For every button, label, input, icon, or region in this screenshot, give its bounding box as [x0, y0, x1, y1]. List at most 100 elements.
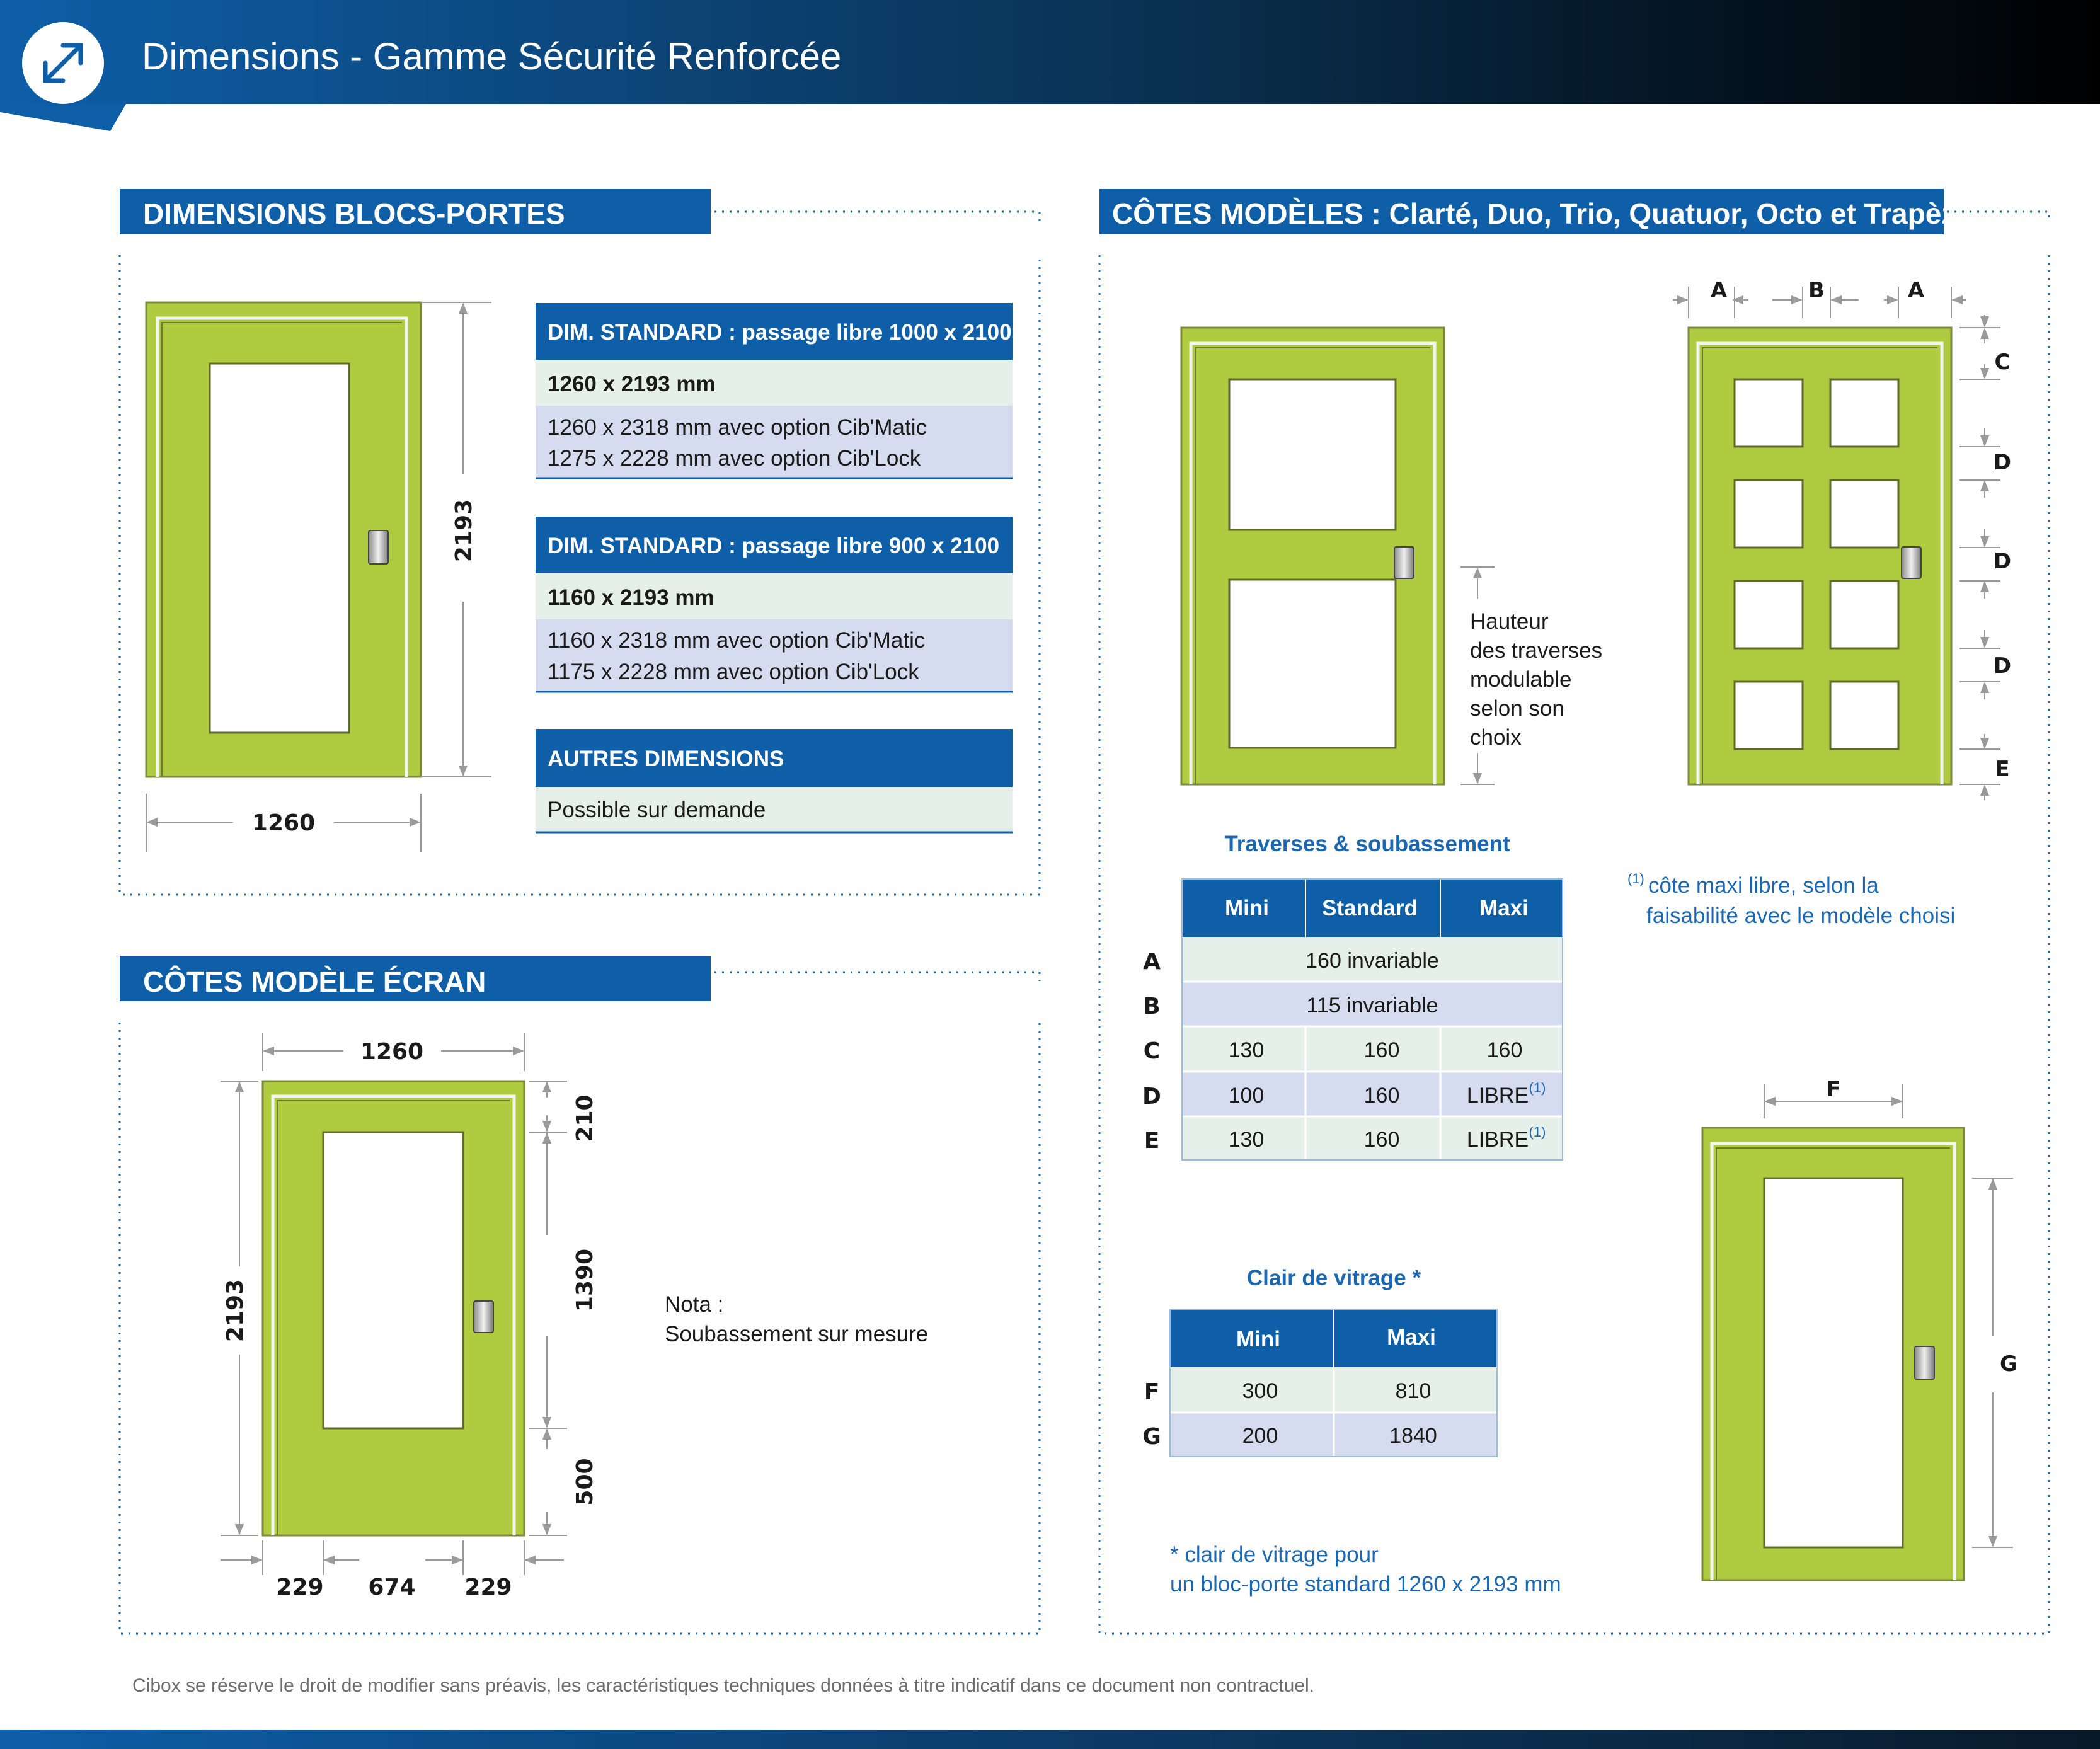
section-title: CÔTES MODÈLE ÉCRAN	[143, 965, 486, 998]
table-cell: LIBRE	[1467, 1128, 1529, 1152]
section-title-bar	[1099, 189, 1944, 234]
card-standard-1000: DIM. STANDARD : passage libre 1000 x 210…	[536, 303, 1013, 479]
table-cell: 200	[1242, 1424, 1278, 1448]
table-cell: 160	[1364, 1038, 1400, 1062]
dim-letter-a: A	[1908, 278, 1925, 303]
table-cell: 160	[1364, 1084, 1400, 1108]
section-blocs-portes: DIMENSIONS BLOCS-PORTES 2193 1260 DIM. S…	[118, 189, 1041, 896]
dim-letter-c: C	[1995, 350, 2011, 375]
top-rail-label: 210	[572, 1094, 598, 1142]
footnote-mark: (1)	[1529, 1080, 1546, 1096]
table-header: Mini	[1225, 896, 1269, 920]
dim-letter-d: D	[1994, 549, 2011, 574]
glass-height-label: 1390	[572, 1249, 598, 1312]
dim-letter-d: D	[1994, 653, 2011, 679]
dim-letter-g: G	[2000, 1351, 2017, 1377]
section-ecran: CÔTES MODÈLE ÉCRAN	[118, 956, 1041, 1635]
door-handle	[368, 530, 389, 565]
door-handle	[1901, 546, 1922, 579]
width-label: 1260	[252, 810, 315, 836]
row-label: E	[1144, 1128, 1160, 1154]
glass-note: * clair de vitrage pour un bloc-porte st…	[1170, 1542, 1561, 1597]
table-title: Clair de vitrage *	[1247, 1266, 1421, 1290]
card-value: Possible sur demande	[548, 798, 766, 822]
footnote-mark: (1)	[1627, 871, 1644, 886]
height-label: 2193	[222, 1279, 248, 1342]
table-cell: 160 invariable	[1305, 949, 1439, 973]
svg-text:* clair de vitrage pour: * clair de vitrage pour	[1170, 1542, 1379, 1567]
dimension-lines	[146, 302, 491, 852]
width-label: 1260	[360, 1039, 423, 1065]
note-title: Nota :	[665, 1292, 723, 1317]
section-frame	[118, 210, 1041, 896]
svg-text:selon son: selon son	[1470, 696, 1564, 721]
header-title: Dimensions - Gamme Sécurité Renforcée	[142, 35, 841, 77]
row-label: D	[1142, 1084, 1161, 1110]
card-option: 1275 x 2228 mm avec option Cib'Lock	[548, 446, 921, 471]
door-drawing-duo	[1180, 326, 1445, 786]
svg-text:choix: choix	[1470, 725, 1522, 750]
section-title: CÔTES MODÈLES : Clarté, Duo, Trio, Quatu…	[1112, 197, 1972, 230]
dim-letter-b: B	[1808, 278, 1825, 303]
bottom-rail-label: 500	[572, 1458, 598, 1505]
dim-letter-a: A	[1711, 278, 1728, 303]
height-label: 2193	[451, 499, 477, 562]
table-cell: LIBRE	[1467, 1084, 1529, 1108]
footnote-line: côte maxi libre, selon la	[1648, 873, 1879, 898]
header-tab	[0, 104, 126, 131]
door-drawing	[145, 301, 422, 778]
door-handle	[473, 1300, 494, 1333]
door-drawing-clair	[1701, 1127, 1965, 1581]
card-header: AUTRES DIMENSIONS	[548, 747, 784, 771]
table-title: Traverses & soubassement	[1224, 832, 1510, 856]
stile-right-label: 229	[464, 1574, 512, 1600]
header-bar	[0, 0, 2100, 104]
dimension-lines	[1673, 287, 2000, 800]
card-header: DIM. STANDARD : passage libre 1000 x 210…	[548, 320, 1012, 345]
table-cell: 300	[1242, 1379, 1278, 1403]
table-header-row	[1182, 879, 1563, 937]
dimension-lines	[221, 1033, 567, 1575]
dimension-lines	[1764, 1084, 2013, 1548]
door-glass	[1228, 378, 1397, 531]
door-glass	[322, 1131, 464, 1430]
card-standard-900: DIM. STANDARD : passage libre 900 x 2100…	[536, 517, 1013, 693]
table-cell: 1840	[1389, 1424, 1437, 1448]
table-header: Maxi	[1479, 896, 1529, 920]
card-main: 1160 x 2193 mm	[548, 585, 714, 610]
footnote-mark: (1)	[1529, 1124, 1546, 1140]
footer-disclaimer: Cibox se réserve le droit de modifier sa…	[132, 1675, 1314, 1696]
row-label: F	[1144, 1379, 1160, 1405]
door-glass-grid	[1733, 378, 1900, 750]
footnote-line: faisabilité avec le modèle choisi	[1646, 903, 1955, 928]
table-clair-vitrage: Clair de vitrage * Mini Maxi F 300 810 G…	[1142, 1266, 1498, 1457]
section-title-bar	[120, 189, 711, 234]
door-handle	[1394, 546, 1414, 579]
header: Dimensions - Gamme Sécurité Renforcée	[0, 0, 2100, 131]
section-frame	[118, 971, 1041, 1635]
footer-bar	[0, 1730, 2100, 1749]
table-header: Mini	[1236, 1327, 1280, 1351]
card-main: 1260 x 2193 mm	[548, 372, 716, 396]
note-text: Soubassement sur mesure	[665, 1322, 928, 1346]
table-cell: 160	[1487, 1038, 1523, 1062]
door-glass	[1228, 578, 1397, 749]
svg-text:des traverses: des traverses	[1470, 638, 1602, 663]
svg-text:modulable: modulable	[1470, 667, 1572, 692]
row-label: C	[1144, 1038, 1160, 1064]
table-header: Standard	[1322, 896, 1418, 920]
glass-width-label: 674	[368, 1574, 415, 1600]
row-label: G	[1142, 1424, 1161, 1450]
footnote: (1) côte maxi libre, selon la faisabilit…	[1627, 871, 1955, 928]
door-drawing-octo	[1687, 326, 1953, 786]
card-option: 1260 x 2318 mm avec option Cib'Matic	[548, 415, 927, 440]
stile-left-label: 229	[276, 1574, 323, 1600]
table-cell: 160	[1364, 1128, 1400, 1152]
section-title: DIMENSIONS BLOCS-PORTES	[143, 197, 565, 230]
dim-letter-f: F	[1826, 1077, 1840, 1102]
section-modeles: CÔTES MODÈLES : Clarté, Duo, Trio, Quatu…	[1098, 189, 2050, 1635]
table-traverses: Traverses & soubassement Mini Standard M…	[1142, 832, 1563, 1161]
table-cell: 100	[1229, 1084, 1265, 1108]
door-drawing	[261, 1080, 525, 1537]
table-cell: 115 invariable	[1306, 994, 1438, 1018]
